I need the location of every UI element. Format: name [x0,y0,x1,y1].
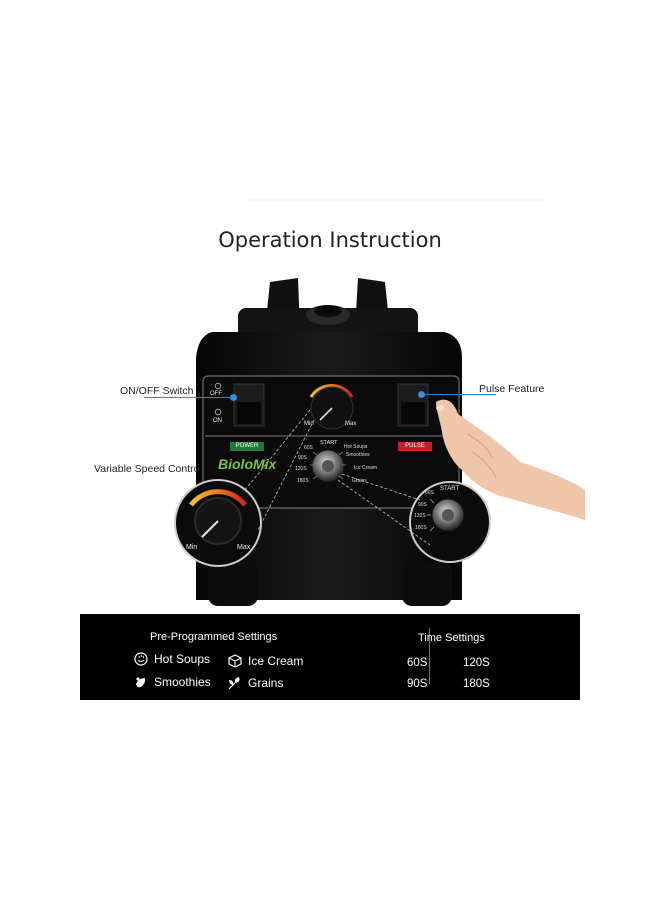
dial-time-120: 120S [295,466,307,472]
grains-icon [228,677,240,690]
page-title: Operation Instruction [218,228,442,252]
callout-pulse: Pulse Feature [479,383,545,395]
callout-on-off: ON/OFF Switch [120,385,194,397]
zoom-time-120: 120S [414,513,426,519]
speed-min-label: Min [304,421,314,427]
zoom-time-90: 90S [418,502,427,508]
program-label: Grains [248,676,284,690]
panel-divider [429,628,430,684]
dial-time-90: 90S [298,455,307,461]
hand-illustration [436,399,585,520]
program-hot-soups: Hot Soups [134,652,210,666]
callout-pulse-dot [418,391,425,398]
time-option-120s: 120S [463,657,490,669]
info-panel: Pre-Programmed Settings Hot Soups Ice Cr… [80,614,580,700]
speed-dial-zoom [174,479,262,567]
callout-on-off-leader [144,397,232,398]
program-dial-zoom [409,481,491,563]
on-label: ON [213,418,222,424]
time-option-60s: 60S [407,657,428,669]
zoom-time-60: 60S [425,490,434,496]
dial-program-ice-cream: Ice Cream [354,465,378,471]
program-label: Hot Soups [154,652,211,666]
program-ice-cream: Ice Cream [228,654,303,668]
program-label: Ice Cream [248,654,304,668]
smoothies-icon [136,677,146,688]
zoom-min-label: Min [186,544,198,551]
zoom-start-label: START [440,486,460,492]
time-option-180s: 180S [463,678,490,690]
callout-pulse-leader [424,394,496,395]
ice-cream-icon [228,654,242,668]
callout-on-off-dot [230,394,237,401]
hot-soups-icon [134,652,148,666]
dial-program-hot-soups: Hot Soups [344,444,368,450]
control-panel [202,375,460,509]
time-settings-heading: Time Settings [418,632,485,644]
program-grains: Grains [228,676,283,690]
brand-logo: BioloMix [218,456,277,472]
zoom-max-label: Max [237,544,251,551]
pulse-badge: PULSE [398,442,432,451]
program-smoothies: Smoothies [134,675,211,689]
zoom-time-180: 180S [415,525,427,531]
program-label: Smoothies [154,675,211,689]
dial-program-smoothies: Smoothies [346,452,370,458]
dial-program-grains: Grains [352,478,367,484]
start-label: START [320,440,338,446]
dial-time-60: 60S [304,445,313,451]
power-badge: POWER [230,442,264,451]
programs-heading: Pre-Programmed Settings [150,631,278,643]
dial-time-180: 180S [297,478,309,484]
callout-variable-speed: Variable Speed Contro [94,463,200,475]
off-label: OFF [210,391,222,397]
speed-max-label: Max [345,421,357,427]
blender-illustration [174,199,585,606]
time-option-90s: 90S [407,678,428,690]
